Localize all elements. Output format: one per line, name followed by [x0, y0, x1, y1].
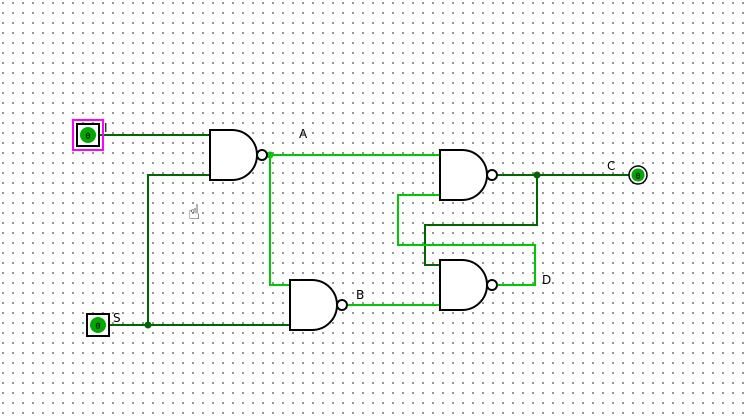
- nand-gate-3-body[interactable]: [439, 149, 488, 201]
- net-label-d: D: [542, 273, 551, 287]
- nand-gate-3-bubble: [486, 169, 498, 181]
- nand-gate-4-bubble: [486, 279, 498, 291]
- nand-gate-4-body[interactable]: [439, 259, 488, 311]
- nand-gate-4[interactable]: [439, 259, 498, 311]
- input-pin-i-value: 0: [85, 132, 90, 142]
- nand-gate-2-bubble: [336, 299, 348, 311]
- input-pin-s[interactable]: 0 S: [86, 311, 121, 337]
- wire-d-feedback-to-nand3[interactable]: [397, 194, 536, 286]
- nand-gate-1[interactable]: [209, 129, 268, 181]
- wire-s-branch-to-nand1[interactable]: [147, 174, 210, 325]
- nand-gate-1-bubble: [256, 149, 268, 161]
- nand-gate-2-body[interactable]: [289, 279, 338, 331]
- nand-gate-1-body[interactable]: [209, 129, 258, 181]
- junction-dot-s: [144, 321, 152, 329]
- input-pin-s-label: S: [113, 311, 121, 325]
- input-pin-i[interactable]: 0 I: [72, 119, 108, 151]
- selection-halo: [72, 119, 104, 151]
- input-pin-s-value: 0: [95, 322, 100, 332]
- hand-pointer-icon: ☝: [188, 200, 200, 224]
- junction-dot-a: [266, 151, 274, 159]
- nand-gate-3[interactable]: [439, 149, 498, 201]
- input-pin-i-state-disc[interactable]: [80, 127, 96, 143]
- junction-dot-c: [533, 171, 541, 179]
- output-pin-c-label: C: [607, 159, 615, 173]
- nand-gate-2[interactable]: [289, 279, 348, 331]
- input-pin-s-state-disc[interactable]: [90, 317, 106, 333]
- wire-c-feedback-to-nand4[interactable]: [424, 175, 538, 266]
- output-pin-c[interactable]: 0 C: [607, 159, 648, 185]
- output-pin-c-state-disc: [631, 168, 645, 182]
- net-label-b: B: [356, 288, 364, 302]
- output-pin-c-value: 0: [635, 172, 640, 182]
- input-pin-i-label: I: [104, 121, 108, 135]
- net-label-a: A: [299, 127, 308, 141]
- wire-a-branch-to-nand2[interactable]: [269, 155, 290, 286]
